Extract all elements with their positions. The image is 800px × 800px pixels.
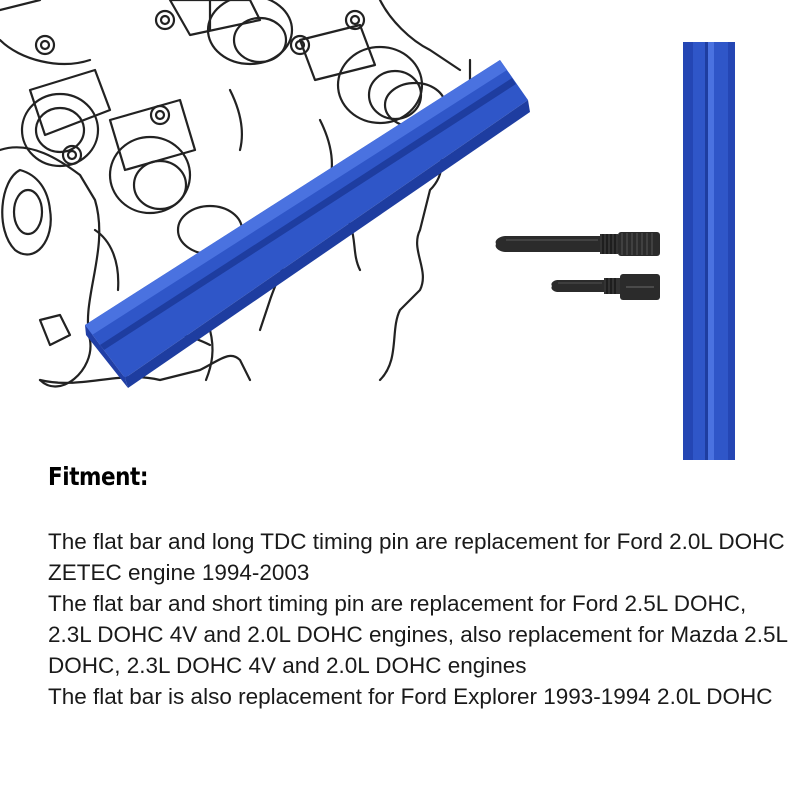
fitment-line: The flat bar and long TDC timing pin are… bbox=[48, 529, 785, 585]
flat-bar-image bbox=[683, 42, 735, 460]
fitment-line: The flat bar and short timing pin are re… bbox=[48, 591, 788, 678]
product-illustration bbox=[0, 0, 735, 460]
long-pin-image bbox=[495, 232, 660, 256]
fitment-heading: Fitment: bbox=[48, 462, 149, 491]
fitment-list: The flat bar and long TDC timing pin are… bbox=[48, 526, 788, 712]
short-pin-image bbox=[551, 274, 660, 300]
fitment-line: The flat bar is also replacement for For… bbox=[48, 684, 773, 709]
installed-flat-bar bbox=[85, 60, 530, 388]
